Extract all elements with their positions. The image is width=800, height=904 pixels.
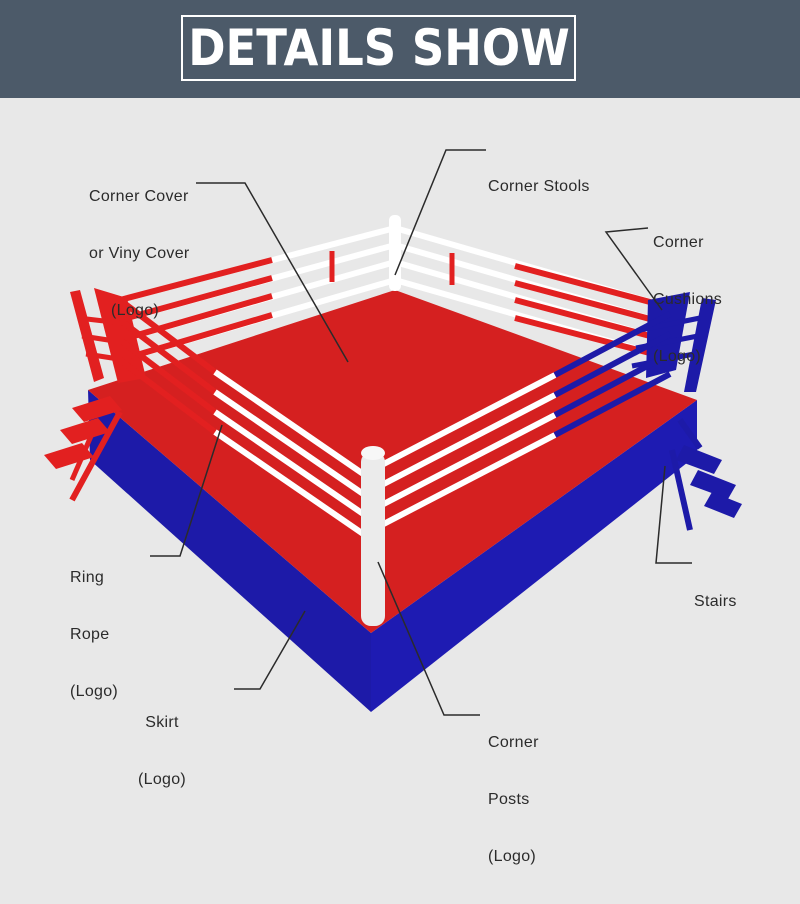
skirt (88, 390, 697, 712)
label-line: Rope (70, 626, 110, 643)
stairs-blue (669, 418, 742, 531)
label-line: (Logo) (70, 683, 119, 700)
label-line: or Viny Cover (89, 245, 190, 262)
header-banner: DETAILS SHOW (0, 0, 800, 98)
label-line: Corner (653, 234, 704, 251)
label-line: Cushions (653, 291, 723, 308)
label-corner-cushions: Corner Cushions (Logo) (653, 195, 722, 404)
corner-post-front (361, 446, 385, 626)
label-corner-cover: Corner Cover or Viny Cover (Logo) (89, 149, 190, 358)
label-line: (Logo) (111, 302, 160, 319)
front-left-ropes (118, 297, 374, 543)
label-ring-rope: Ring Rope (Logo) (70, 530, 118, 739)
label-line: (Logo) (488, 848, 537, 865)
back-ropes (119, 225, 666, 363)
stairs-red (44, 396, 123, 502)
label-stairs: Stairs (694, 554, 737, 649)
label-line: Ring (70, 569, 105, 586)
boxing-ring-diagram (44, 149, 742, 716)
label-line: Corner (488, 734, 539, 751)
label-line: Skirt (145, 714, 179, 731)
leader-lines (150, 149, 692, 716)
details-show-graphic: DETAILS SHOW (0, 0, 800, 865)
front-right-ropes (370, 311, 672, 533)
label-line: Corner Stools (488, 178, 590, 195)
title-frame: DETAILS SHOW (181, 15, 576, 81)
label-line: (Logo) (653, 348, 702, 365)
label-corner-stools: Corner Stools (488, 139, 590, 234)
label-line: Corner Cover (89, 188, 189, 205)
corner-post-back (389, 215, 401, 291)
label-line: Stairs (694, 593, 737, 610)
label-line: (Logo) (138, 771, 187, 788)
page-title: DETAILS SHOW (187, 19, 570, 77)
corner-cushion-red (70, 288, 146, 383)
label-skirt: Skirt (Logo) (138, 675, 186, 827)
